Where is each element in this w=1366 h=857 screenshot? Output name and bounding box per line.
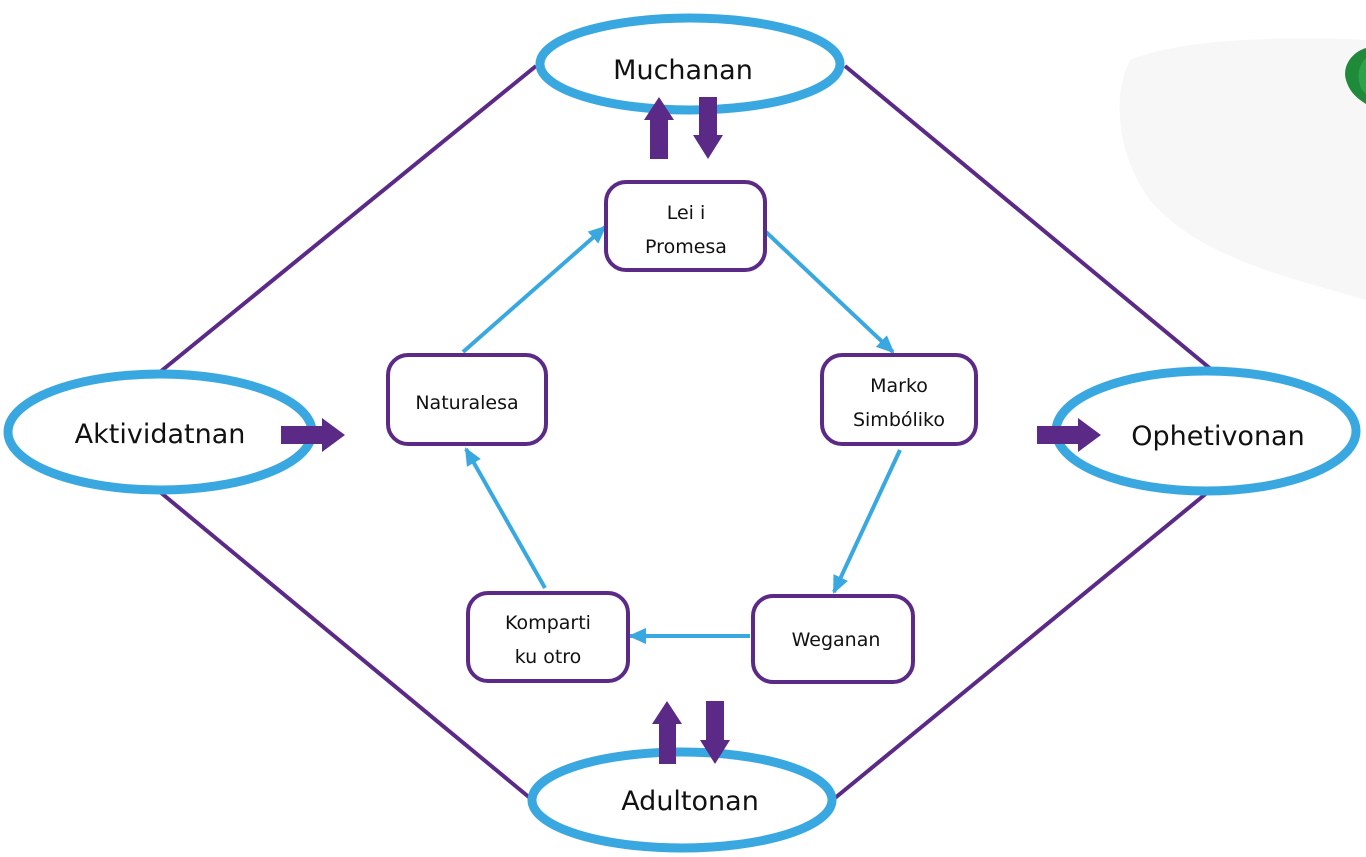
box-weganan-line1: Weganan <box>792 629 881 651</box>
box-lei-promesa: Lei i Promesa <box>604 180 767 272</box>
box-komparti-line2: ku otro <box>515 646 582 668</box>
line-top-right <box>843 64 1214 372</box>
arrow-komparti-to-naturalesa <box>464 447 547 589</box>
box-komparti-line1: Komparti <box>505 612 591 634</box>
diamond-lines <box>158 64 1214 800</box>
line-left-bottom <box>158 490 532 800</box>
leaf-logo-icon <box>1345 48 1366 104</box>
box-naturalesa: Naturalesa <box>386 353 548 446</box>
block-arrow-down-bottom <box>700 701 730 764</box>
box-lei-line1: Lei i <box>667 202 706 224</box>
line-left-top <box>158 64 538 374</box>
cycle-arrows <box>461 225 902 644</box>
ellipse-top: Muchanan <box>535 13 845 115</box>
box-lei-line2: Promesa <box>645 236 727 258</box>
arrow-naturalesa-to-lei <box>461 225 607 354</box>
block-arrow-up-top <box>644 97 674 159</box>
block-arrow-right-left <box>281 418 345 452</box>
box-marko-simboliko: Marko Simbóliko <box>820 353 978 446</box>
arrow-marko-to-weganan <box>832 449 902 594</box>
box-naturalesa-line1: Naturalesa <box>415 392 518 414</box>
box-marko-line2: Simbóliko <box>853 409 945 431</box>
ellipse-bottom: Adultonan <box>527 747 837 853</box>
ellipse-right-label: Ophetivonan <box>1131 421 1304 452</box>
background-shape <box>1119 38 1366 301</box>
ellipse-left: Aktividatnan <box>3 369 317 495</box>
box-marko-line1: Marko <box>870 375 928 397</box>
block-arrows <box>281 97 1101 764</box>
ellipse-left-label: Aktividatnan <box>75 419 246 450</box>
ellipse-top-label: Muchanan <box>613 55 753 86</box>
block-arrow-up-bottom <box>652 701 682 764</box>
arrow-lei-to-marko <box>764 230 895 354</box>
block-arrow-down-top <box>693 97 723 159</box>
line-bottom-right <box>833 490 1210 800</box>
ellipse-right: Ophetivonan <box>1051 366 1361 496</box>
ellipse-bottom-label: Adultonan <box>621 786 759 817</box>
box-komparti: Komparti ku otro <box>466 591 630 683</box>
box-weganan: Weganan <box>751 594 915 684</box>
block-arrow-right-right <box>1037 418 1101 452</box>
